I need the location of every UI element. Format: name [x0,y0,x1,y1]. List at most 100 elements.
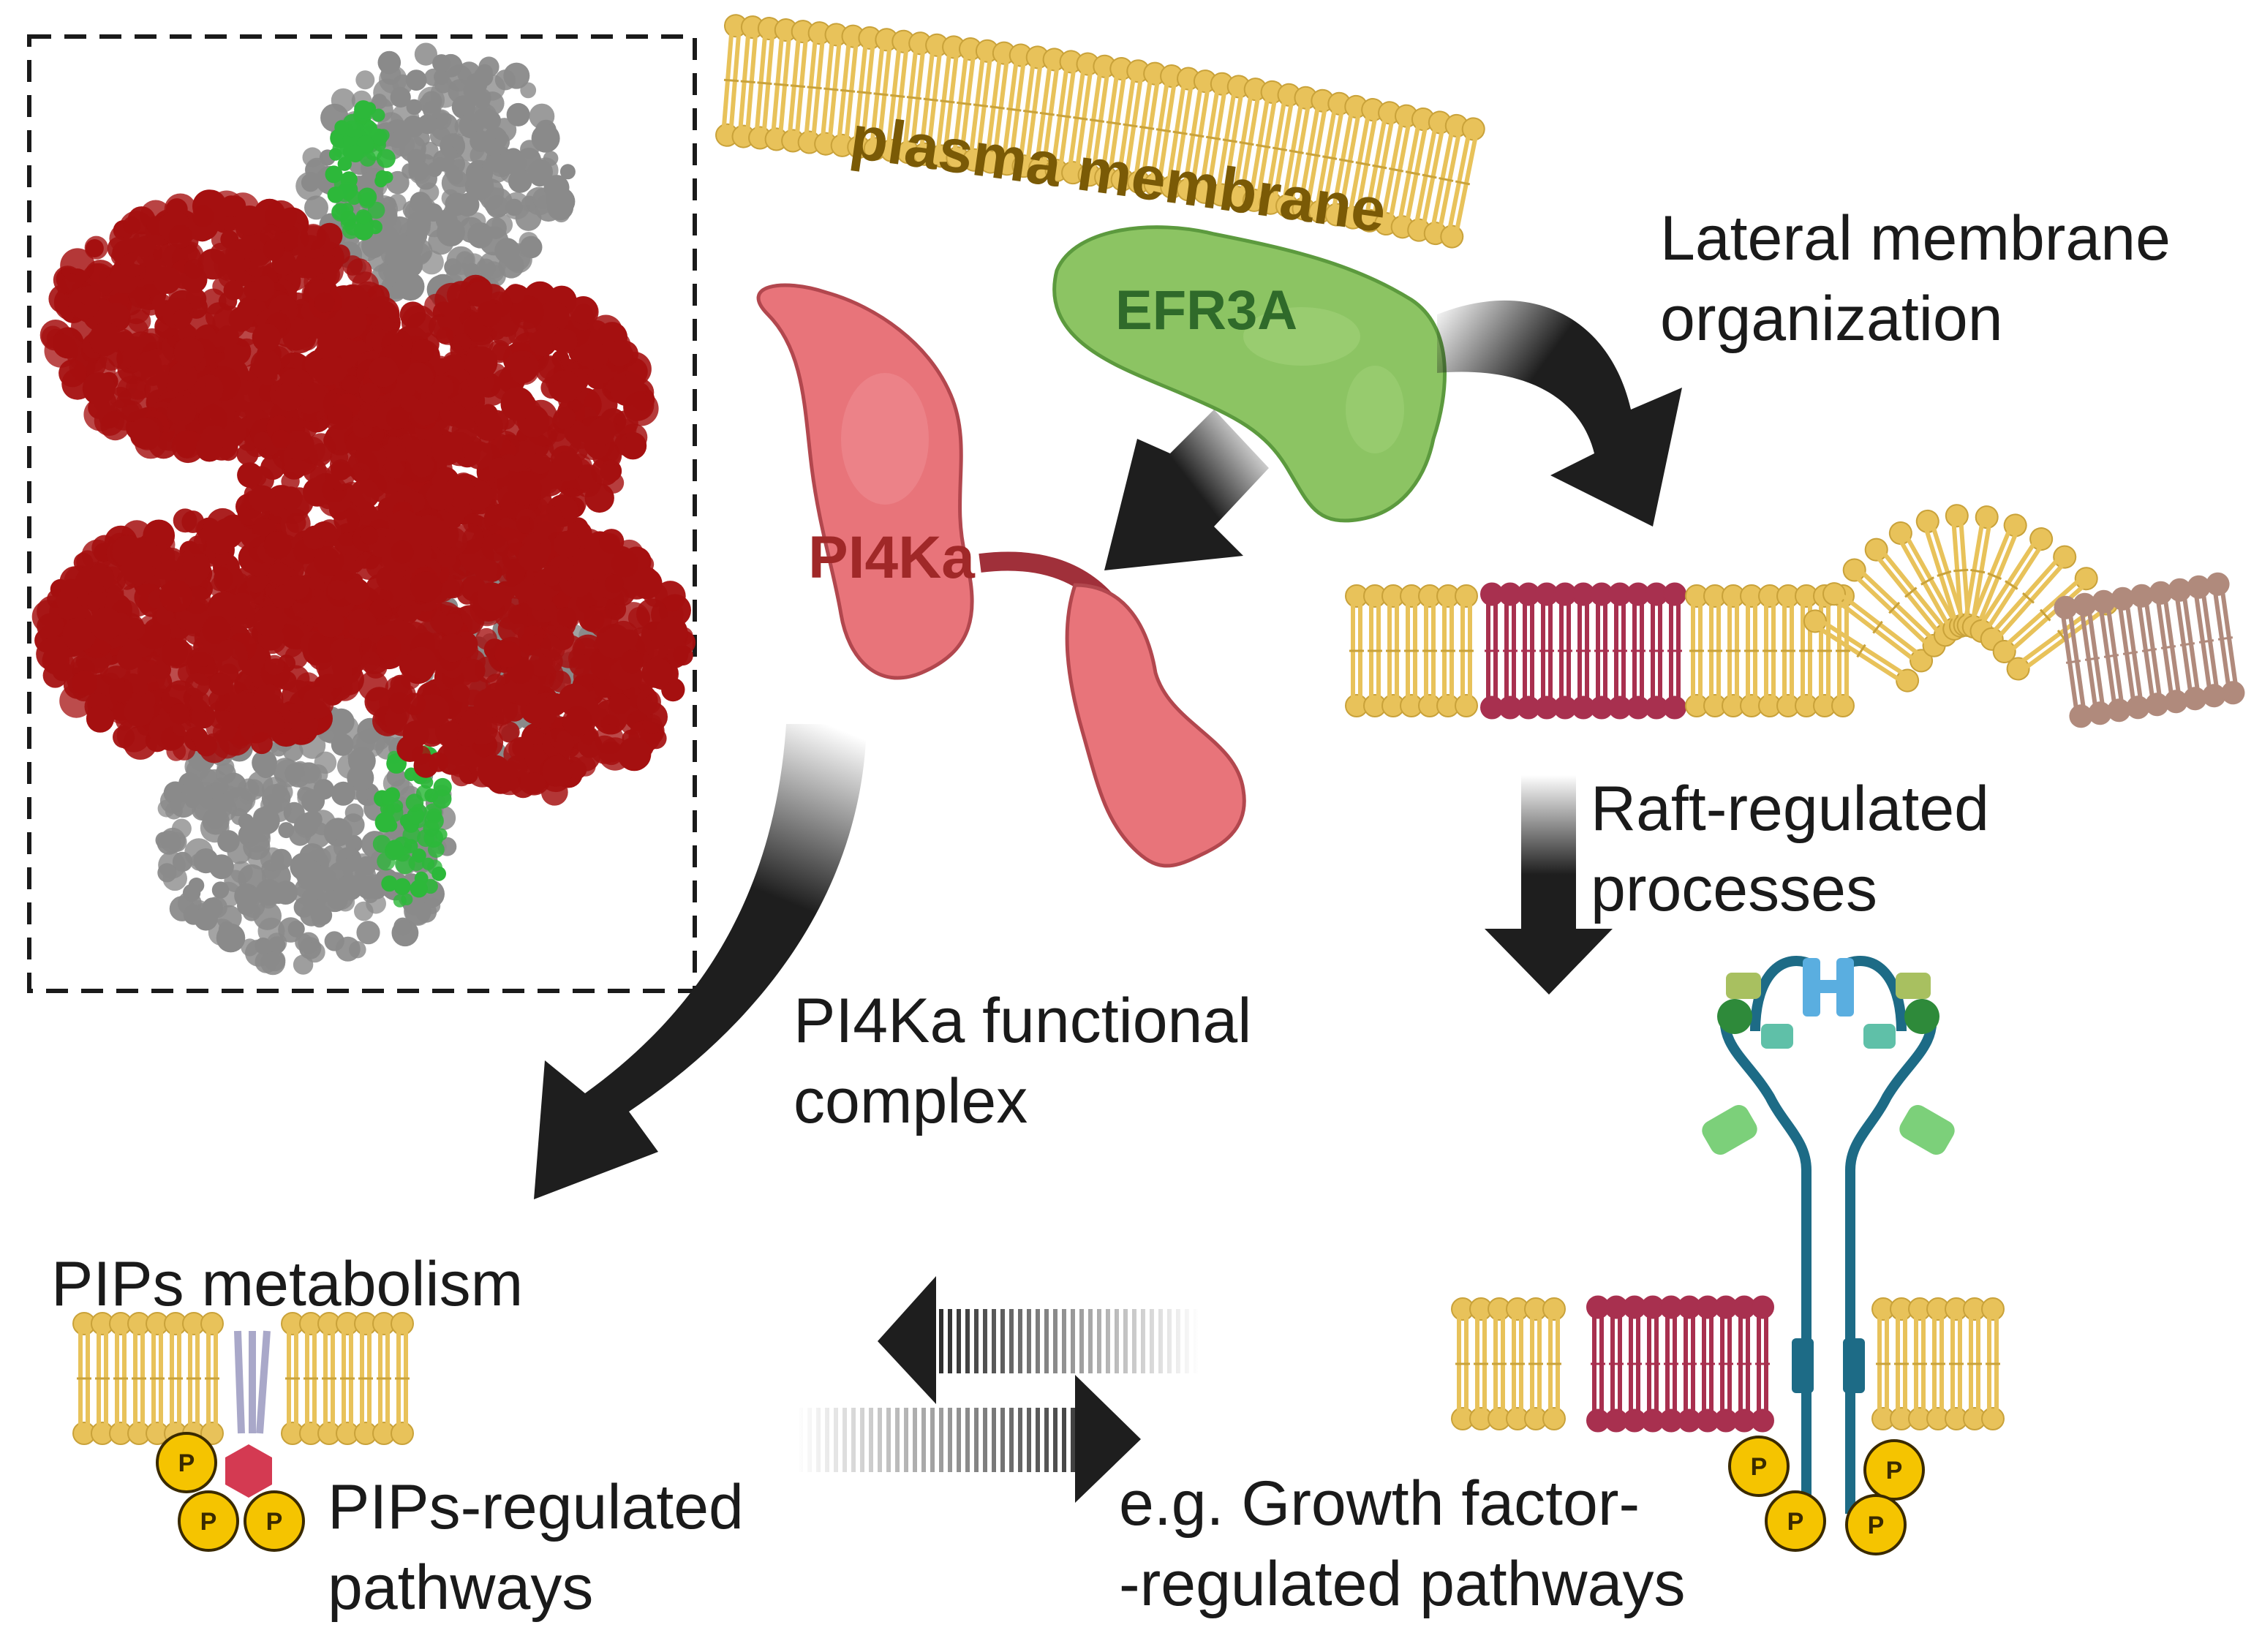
structure-atom [318,519,342,543]
membrane-lipid [200,1312,224,1445]
growth-factor-label-line1: e.g. Growth factor- [1119,1468,1640,1539]
structure-atom [194,374,224,404]
structure-atom [464,441,493,469]
structure-atom [596,362,627,393]
structure-atom [375,170,389,184]
pi4ka-protein [756,283,1246,868]
structure-atom [153,266,181,294]
membrane-lipid [1678,1295,1701,1433]
structure-atom [250,349,282,380]
structure-atom [86,590,107,611]
membrane-lipid [1524,1297,1547,1430]
structure-atom [407,807,425,825]
structure-atom [488,457,510,479]
structure-atom [458,216,485,244]
structure-atom [423,803,442,821]
structure-atom [656,616,688,648]
structure-atom [542,728,575,761]
structure-atom [244,249,272,277]
structure-atom [134,541,160,568]
structure-atom [343,578,370,606]
structure-atom [264,655,284,675]
structure-atom [478,56,499,78]
structure-atom [284,575,310,600]
structure-atom [673,645,693,666]
structure-atom [313,546,344,576]
plasma-membrane-lipid [830,24,865,157]
structure-atom [535,355,564,384]
plasma-membrane-lipid [748,17,781,150]
structure-atom [459,712,481,733]
phosphate-icon: P [1765,1490,1826,1552]
structure-atom [295,859,324,888]
phosphate-icon: P [156,1432,217,1493]
structure-atom [569,654,592,676]
membrane-lipid [1776,584,1800,717]
structure-atom [363,121,378,135]
structure-atom [241,894,265,919]
structure-atom [568,761,587,780]
structure-atom [216,923,246,953]
phosphate-label: P [1751,1453,1768,1481]
structure-atom [359,382,380,404]
structure-atom [456,192,480,217]
curved-membrane-lipid [1822,582,1934,673]
pi4ka-label: PI4Ka [808,524,976,591]
membrane-lipid [1703,584,1727,717]
membrane-lipid [317,1312,341,1445]
structure-atom [155,831,173,849]
structure-atom [165,802,183,820]
structure-atom [130,418,159,446]
structure-atom [607,340,633,366]
structure-atom [519,232,539,252]
structure-atom [464,346,498,380]
structure-atom [353,220,374,241]
structure-atom [393,917,412,936]
structure-atom [310,905,331,925]
arrow-functional-complex [534,724,867,1199]
structure-atom [208,566,233,592]
structure-atom [347,190,362,205]
arrow-lateral-organization [1437,300,1682,527]
structure-atom [569,296,598,325]
membrane-lipid [1945,1297,1968,1430]
pips-metabolism-label: PIPs metabolism [51,1249,523,1319]
structure-atom [260,794,282,817]
plasma-membrane-lipid [1440,117,1485,249]
structure-atom [428,752,448,772]
structure-atom [369,599,391,619]
structure-atom [331,203,350,222]
structure-atom [501,682,522,703]
plasma-membrane-lipid [946,37,982,170]
structure-atom [641,657,673,689]
structure-atom [202,897,224,919]
membrane-lipid [1641,1295,1665,1433]
structure-atom [200,288,227,315]
membrane-lipid [391,1312,414,1445]
structure-atom [88,322,122,355]
structure-atom [475,258,496,279]
structure-atom [173,336,205,368]
membrane-lipid [1436,584,1460,717]
membrane-lipid [2130,584,2169,717]
membrane-lipid [1363,584,1387,717]
structure-atom [385,461,404,479]
structure-atom [268,562,291,586]
structure-atom [86,704,115,733]
structure-atom [434,75,453,94]
membrane-lipid [372,1312,396,1445]
structure-atom [320,356,347,383]
structure-atom [347,145,364,163]
membrane-lipid [1722,584,1745,717]
membrane-lipid [1696,1295,1719,1433]
membrane-lipid [1733,1295,1756,1433]
structure-atom [289,823,312,846]
membrane-lipid [2092,589,2131,723]
membrane-lipid [1795,584,1818,717]
structure-atom [241,938,259,957]
structure-atom [331,781,355,806]
plasma-membrane-lipid [781,20,815,153]
structure-atom [410,880,428,898]
structure-atom [553,530,581,558]
structure-atom [324,931,344,951]
